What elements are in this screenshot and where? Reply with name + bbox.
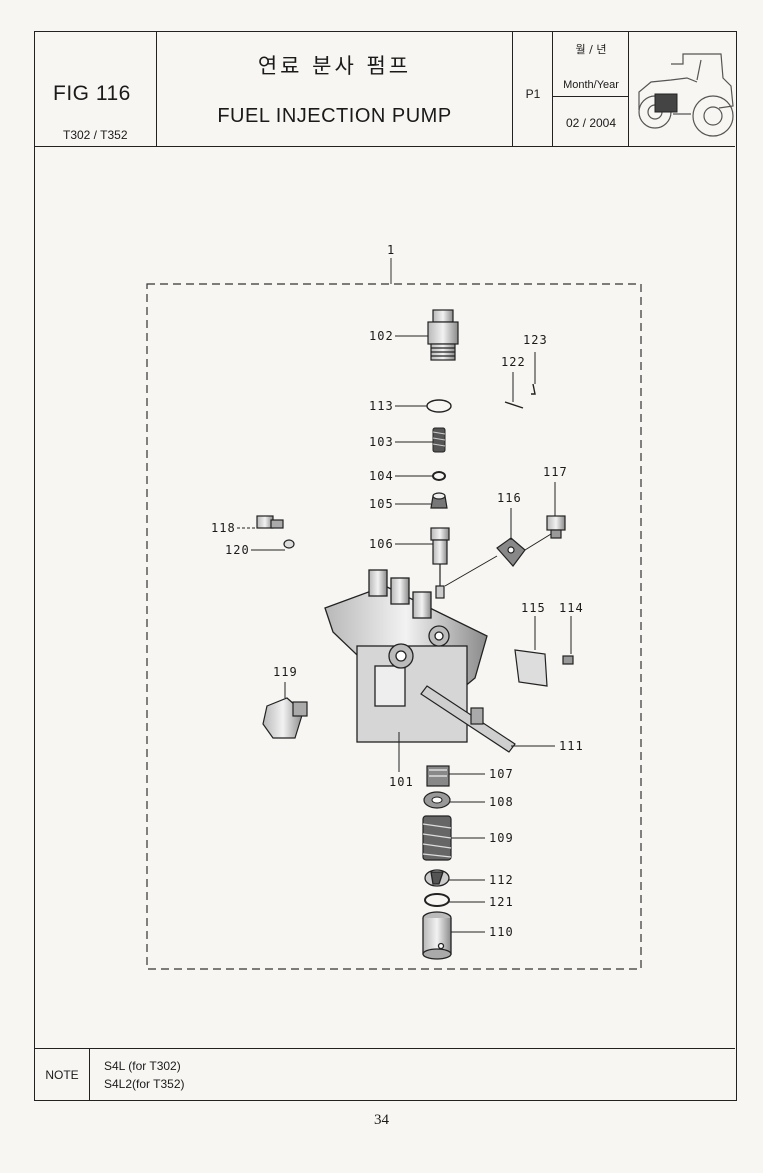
page-title: FUEL INJECTION PUMP (217, 105, 452, 127)
header-block: FIG 116 T302 / T352 연료 분사 펌프 FUEL INJECT… (35, 32, 735, 147)
note-section: NOTE S4L (for T302) S4L2(for T352) (35, 1048, 735, 1101)
callout-112: 112 (489, 873, 514, 887)
callout-115: 115 (521, 601, 546, 615)
exploded-diagram: 1 102 113 103 104 105 (146, 243, 642, 970)
note-label: NOTE (35, 1049, 90, 1101)
tractor-icon (638, 53, 734, 137)
callout-123: 123 (523, 333, 548, 347)
callout-116: 116 (497, 491, 522, 505)
date-label: Month/Year (563, 79, 619, 91)
callout-109: 109 (489, 831, 514, 845)
callout-110: 110 (489, 925, 514, 939)
plunger (430, 527, 450, 599)
o-ring (426, 399, 452, 413)
callout-102: 102 (369, 329, 394, 343)
lower-spring-seat (424, 869, 450, 887)
callout-105: 105 (369, 497, 394, 511)
delivery-valve (430, 492, 448, 509)
screw-bolt (256, 515, 295, 549)
model-list: T302 / T352 (63, 128, 128, 142)
callout-113: 113 (369, 399, 394, 413)
page-title-korean: 연료 분사 펌프 (257, 54, 412, 78)
delivery-valve-spring (432, 427, 446, 453)
callout-108: 108 (489, 795, 514, 809)
plate-screw (562, 655, 574, 665)
bolt (546, 515, 566, 539)
callout-118: 118 (211, 521, 236, 535)
callout-114: 114 (559, 601, 584, 615)
cover-plate (514, 649, 548, 687)
figure-number: FIG 116 (53, 82, 131, 105)
date-value: 02 / 2004 (565, 116, 617, 130)
note-line-2: S4L2(for T352) (104, 1077, 185, 1091)
callout-104: 104 (369, 469, 394, 483)
callout-101: 101 (389, 775, 414, 789)
assembly-boundary (146, 283, 642, 970)
callout-103: 103 (369, 435, 394, 449)
callout-121: 121 (489, 895, 514, 909)
plunger-spring (422, 815, 452, 861)
callout-106: 106 (369, 537, 394, 551)
valve-stopper (432, 471, 446, 481)
callout-1: 1 (387, 243, 395, 257)
callout-122: 122 (501, 355, 526, 369)
callout-120: 120 (225, 543, 250, 557)
adjusting-pinion (426, 765, 450, 787)
pin (504, 383, 536, 409)
plug-bolt (262, 697, 308, 739)
callout-107: 107 (489, 767, 514, 781)
page-number: 34 (374, 1112, 389, 1128)
parts-sheet: FIG 116 T302 / T352 연료 분사 펌프 FUEL INJECT… (34, 31, 737, 1101)
callout-119: 119 (273, 665, 298, 679)
tappet (422, 911, 452, 960)
callout-111: 111 (559, 739, 584, 753)
pump-housing (324, 569, 488, 743)
control-lever (496, 537, 526, 567)
page-reference: P1 (525, 87, 541, 101)
date-label-korean: 월 / 년 (575, 43, 607, 56)
delivery-valve-holder (427, 309, 459, 361)
callout-117: 117 (543, 465, 568, 479)
control-rack (420, 685, 516, 753)
note-line-1: S4L (for T302) (104, 1059, 181, 1073)
adjusting-shim (424, 893, 450, 907)
